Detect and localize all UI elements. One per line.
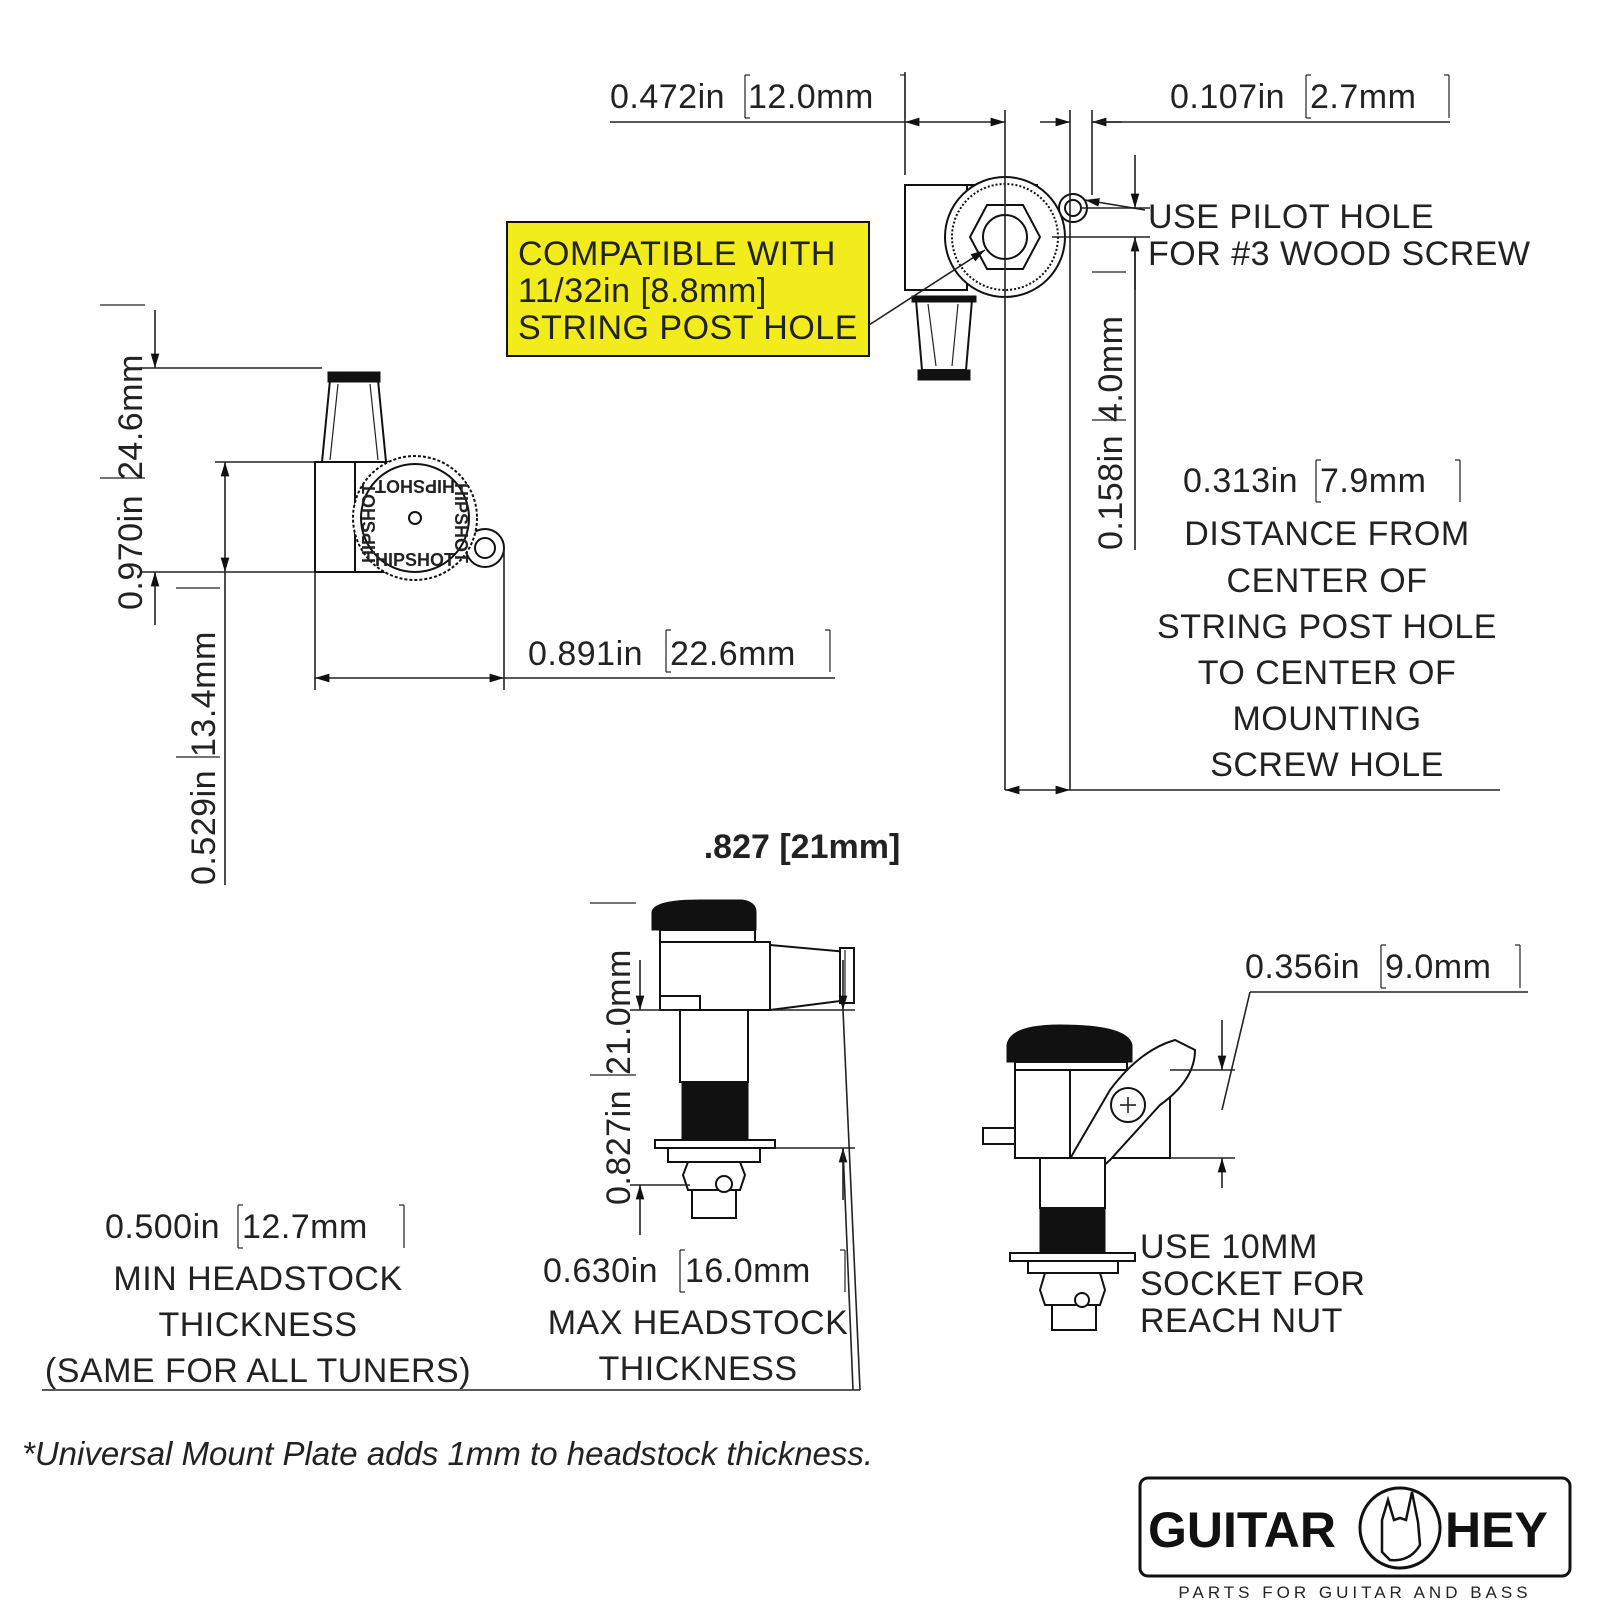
logo-right-text: HEY	[1445, 1502, 1548, 1558]
socket-line3: REACH NUT	[1140, 1302, 1343, 1340]
pilot-vertical-in: 0.158in	[1092, 435, 1130, 550]
pilot-vertical-mm: 4.0mm	[1092, 316, 1130, 422]
knob-height-mm: 21.0mm	[600, 949, 638, 1075]
post-offset-in: 0.472in	[610, 78, 725, 116]
dim-housing-height: 0.529in 13.4mm	[176, 461, 315, 885]
dim-pilot-vertical: 0.158in 4.0mm	[1052, 155, 1150, 550]
dim-knob-height: 0.827in 21.0mm	[590, 902, 690, 1235]
front-view-tuner	[651, 899, 855, 1219]
max-line2: THICKNESS	[598, 1350, 797, 1388]
post-offset-mm: 12.0mm	[748, 78, 874, 116]
distance-line6: SCREW HOLE	[1210, 746, 1444, 784]
svg-text:HIPSHOT: HIPSHOT	[359, 483, 379, 563]
total-height-in: 0.970in	[112, 495, 150, 610]
pilot-note-line2: FOR #3 WOOD SCREW	[1148, 235, 1531, 273]
distance-line4: TO CENTER OF	[1198, 654, 1457, 692]
compatible-highlight-box	[506, 221, 870, 357]
min-thickness-mm: 12.7mm	[242, 1208, 368, 1246]
compat-line2: 11/32in [8.8mm]	[518, 272, 767, 310]
svg-text:HIPSHOT: HIPSHOT	[375, 550, 455, 570]
angle-view-tuner	[982, 1024, 1197, 1331]
logo-frame	[1138, 1476, 1572, 1578]
compat-line3: STRING POST HOLE	[518, 309, 858, 347]
dim-total-height: 0.970in 24.6mm	[100, 304, 322, 625]
socket-line2: SOCKET FOR	[1140, 1265, 1365, 1303]
compatible-callout: COMPATIBLE WITH 11/32in [8.8mm] STRING P…	[506, 221, 986, 357]
knob-height-in: 0.827in	[600, 1090, 638, 1205]
distance-line1: DISTANCE FROM	[1184, 515, 1469, 553]
min-thickness-in: 0.500in	[105, 1208, 220, 1246]
min-line1: MIN HEADSTOCK	[113, 1260, 402, 1298]
total-height-mm: 24.6mm	[112, 354, 150, 480]
knob-brand-text: HIPSHOT HIPSHOT HIPSHOT HIPSHOT	[359, 476, 471, 570]
pilot-note-line1: USE PILOT HOLE	[1148, 198, 1434, 236]
side-view-tuner: HIPSHOT HIPSHOT HIPSHOT HIPSHOT	[314, 371, 505, 581]
dim-key-offset: 0.356in 9.0mm	[1170, 944, 1528, 1188]
post-to-screw-mm: 7.9mm	[1320, 462, 1426, 500]
socket-line1: USE 10MM	[1140, 1228, 1318, 1266]
max-thickness-mm: 16.0mm	[685, 1252, 811, 1290]
dim-pilot-offset: 0.107in 2.7mm	[1040, 74, 1450, 790]
compat-line1: COMPATIBLE WITH	[518, 235, 836, 273]
top-view-tuner	[904, 176, 1088, 381]
key-offset-mm: 9.0mm	[1385, 948, 1491, 986]
width-mm: 22.6mm	[670, 635, 796, 673]
dim-width: 0.891in 22.6mm	[314, 548, 835, 690]
max-thickness-in: 0.630in	[543, 1252, 658, 1290]
min-line3: (SAME FOR ALL TUNERS)	[45, 1352, 471, 1390]
distance-line5: MOUNTING	[1232, 700, 1421, 738]
dim-max-headstock: 0.630in 16.0mm MAX HEADSTOCK THICKNESS	[42, 960, 861, 1391]
min-line2: THICKNESS	[158, 1306, 357, 1344]
dim-min-headstock: 0.500in 12.7mm MIN HEADSTOCK THICKNESS (…	[45, 1204, 471, 1390]
bold-dimension-title: .827 [21mm]	[704, 828, 901, 866]
socket-note: USE 10MM SOCKET FOR REACH NUT	[1140, 1228, 1365, 1340]
logo-left-text: GUITAR	[1148, 1502, 1336, 1558]
housing-height-mm: 13.4mm	[185, 631, 223, 757]
logo-tagline: PARTS FOR GUITAR AND BASS	[1178, 1583, 1531, 1600]
footnote: *Universal Mount Plate adds 1mm to heads…	[22, 1435, 873, 1472]
housing-height-in: 0.529in	[185, 770, 223, 885]
key-offset-in: 0.356in	[1245, 948, 1360, 986]
guitar-hey-logo: GUITAR HEY PARTS FOR GUITAR AND BASS	[1138, 1476, 1572, 1600]
svg-text:HIPSHOT: HIPSHOT	[375, 476, 455, 496]
dim-post-to-screw: 0.313in 7.9mm DISTANCE FROM CENTER OF ST…	[1005, 459, 1500, 795]
pilot-offset-mm: 2.7mm	[1310, 78, 1416, 116]
max-line1: MAX HEADSTOCK	[548, 1304, 849, 1342]
rock-hand-icon	[1358, 1486, 1442, 1570]
post-to-screw-in: 0.313in	[1183, 462, 1298, 500]
svg-text:HIPSHOT: HIPSHOT	[451, 483, 471, 563]
distance-line3: STRING POST HOLE	[1157, 608, 1497, 646]
pilot-hole-note: USE PILOT HOLE FOR #3 WOOD SCREW	[1084, 198, 1531, 273]
distance-line2: CENTER OF	[1227, 562, 1428, 600]
pilot-offset-in: 0.107in	[1170, 78, 1285, 116]
width-in: 0.891in	[528, 635, 643, 673]
dim-post-offset: 0.472in 12.0mm	[610, 72, 1006, 790]
